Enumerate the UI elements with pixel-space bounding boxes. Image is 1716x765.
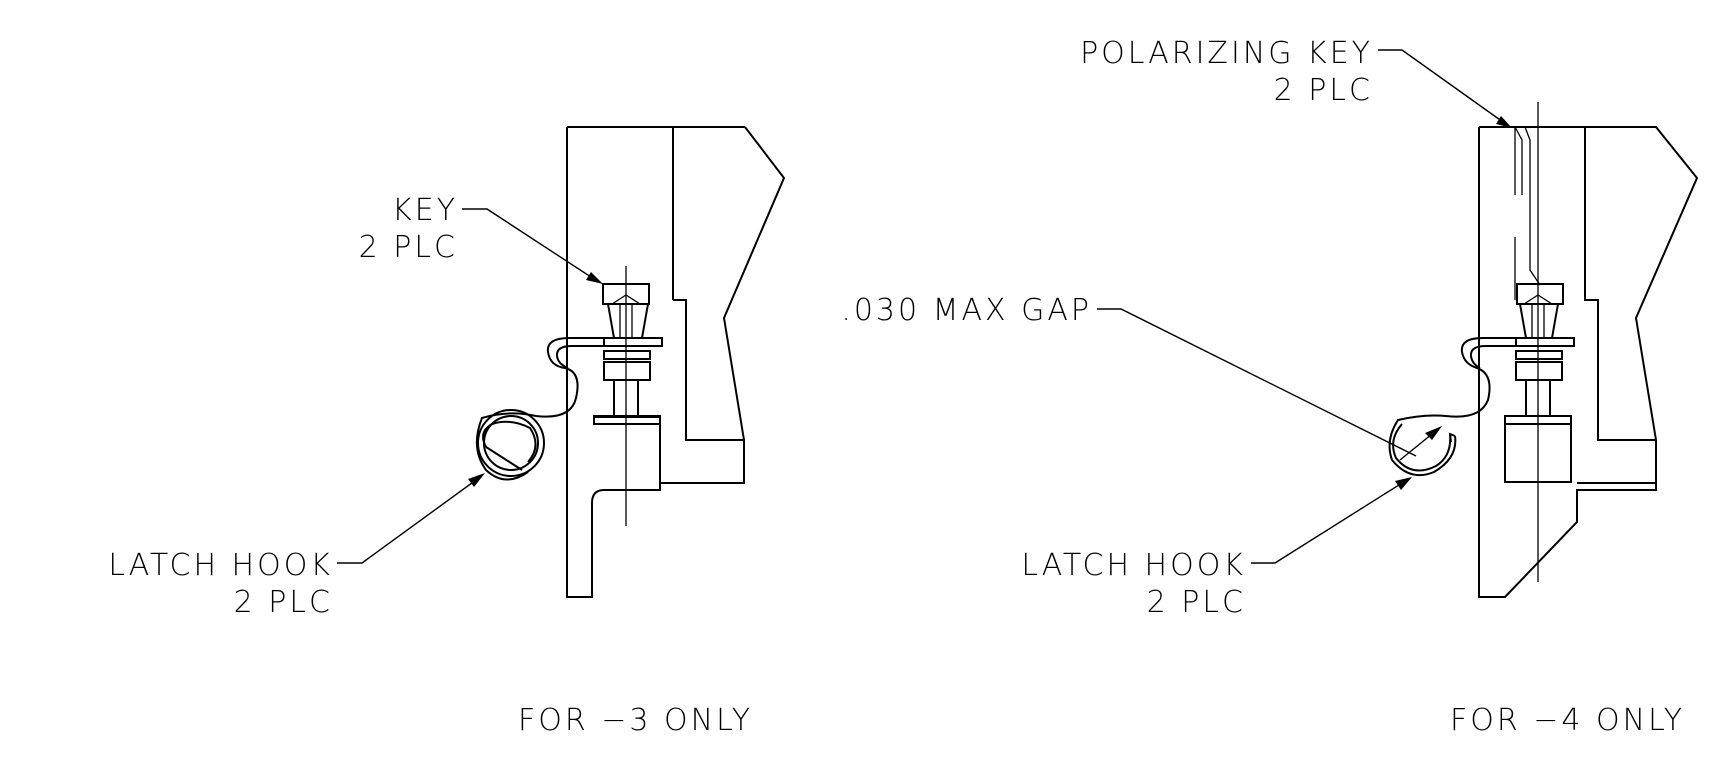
latch-hook-left [475,337,663,481]
latch-hook-right [1388,337,1574,476]
callout-latch-hook-left-line1: LATCH HOOK [108,548,333,583]
connector-body-left [566,126,786,598]
callout-key-line2: 2 PLC [359,230,458,265]
callout-latch-hook-left: LATCH HOOK 2 PLC [108,473,485,620]
view-left: KEY 2 PLC LATCH HOOK 2 PLC FOR −3 ONLY [108,126,786,738]
caption-left: FOR −3 ONLY [518,703,753,738]
caption-right: FOR −4 ONLY [1450,703,1685,738]
callout-latch-hook-right-line2: 2 PLC [1147,585,1246,620]
callout-polarizing-key-line2: 2 PLC [1274,73,1373,108]
callout-latch-hook-right: LATCH HOOK 2 PLC [1021,477,1412,620]
callout-latch-hook-left-line2: 2 PLC [234,585,333,620]
callout-latch-hook-right-line1: LATCH HOOK [1021,548,1246,583]
key-hardware-left [593,266,663,526]
key-hardware-right [1504,283,1575,483]
polarizing-key-right [1514,102,1541,582]
callout-max-gap-line1: .030 MAX GAP [841,293,1092,328]
callout-max-gap: .030 MAX GAP [841,293,1442,461]
callout-polarizing-key-line1: POLARIZING KEY [1080,36,1373,71]
callout-polarizing-key: POLARIZING KEY 2 PLC [1080,36,1512,128]
view-right: POLARIZING KEY 2 PLC .030 MAX GAP LATCH … [841,36,1699,738]
callout-key: KEY 2 PLC [359,193,603,284]
connector-body-right [1478,126,1699,598]
callout-key-line1: KEY [392,193,458,228]
